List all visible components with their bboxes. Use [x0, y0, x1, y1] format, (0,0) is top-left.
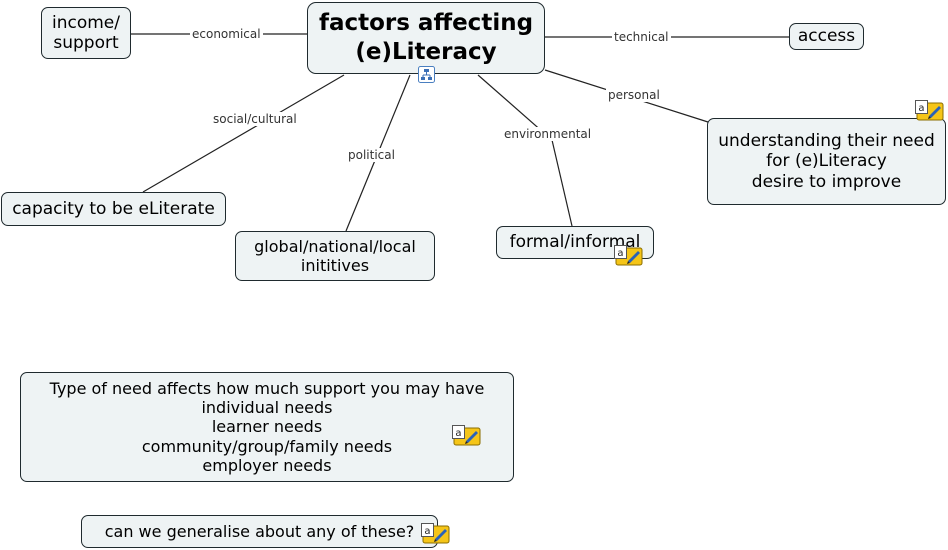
node-understanding-need-text: understanding their need for (e)Literacy…	[718, 130, 935, 192]
node-understanding-need[interactable]: understanding their need for (e)Literacy…	[707, 118, 946, 205]
node-need-types[interactable]: Type of need affects how much support yo…	[20, 372, 514, 482]
note-icon[interactable]: a	[915, 100, 945, 122]
note-icon[interactable]: a	[421, 523, 451, 545]
node-generalise-question-text: can we generalise about any of these?	[104, 521, 415, 541]
svg-text:a: a	[455, 428, 461, 439]
node-capacity-eliterate-text: capacity to be eLiterate	[12, 198, 215, 219]
node-income-support[interactable]: income/ support	[41, 7, 131, 59]
label-environmental: environmental	[502, 127, 594, 141]
svg-text:a: a	[424, 526, 430, 537]
label-personal: personal	[606, 88, 662, 102]
node-generalise-question[interactable]: can we generalise about any of these?	[81, 515, 438, 548]
edge-social	[142, 74, 345, 193]
label-social: social/cultural	[211, 112, 299, 126]
svg-text:a: a	[617, 248, 623, 259]
map-link-icon[interactable]	[418, 66, 435, 83]
node-formal-informal-text: formal/informal	[509, 232, 641, 253]
node-initiatives[interactable]: global/national/local inititives	[235, 231, 435, 281]
node-need-types-text: Type of need affects how much support yo…	[49, 378, 485, 476]
note-icon[interactable]: a	[614, 245, 644, 267]
central-title: factors affecting (e)Literacy	[318, 9, 534, 65]
label-economical: economical	[190, 27, 263, 41]
label-political: political	[346, 148, 397, 162]
svg-text:a: a	[918, 103, 924, 114]
node-access-text: access	[797, 26, 856, 47]
central-topic[interactable]: factors affecting (e)Literacy	[307, 2, 545, 74]
node-access[interactable]: access	[789, 23, 864, 50]
node-income-support-text: income/ support	[52, 12, 120, 53]
edge-environmental-lower	[551, 139, 573, 227]
label-technical: technical	[612, 30, 671, 44]
note-icon[interactable]: a	[452, 425, 482, 447]
node-initiatives-text: global/national/local inititives	[254, 236, 416, 275]
node-capacity-eliterate[interactable]: capacity to be eLiterate	[1, 192, 226, 226]
